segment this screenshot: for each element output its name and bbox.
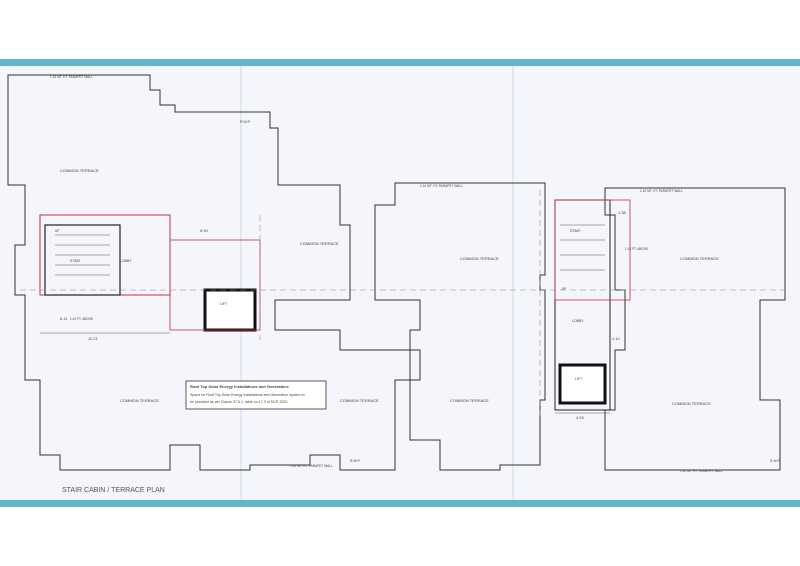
above-label: 1.10 FT. ABOVE — [625, 247, 648, 251]
dimension-label: 1.38 — [618, 210, 627, 215]
left-stair-core — [44, 224, 121, 296]
up-label: UP — [562, 287, 566, 291]
common-terrace-label: COMMON TERRACE — [450, 398, 489, 403]
common-terrace-label: COMMON TERRACE — [300, 241, 339, 246]
lobby-label: LOBBY — [572, 319, 584, 323]
dimension-label: 4.93 — [576, 415, 585, 420]
left-lift-box — [203, 288, 257, 332]
dimension-label: 5.90 — [200, 228, 209, 233]
lobby-label: LOBBY — [120, 259, 132, 263]
middle-terrace-outline — [374, 182, 546, 471]
right-red-outline — [554, 199, 631, 301]
rwp-label: R.W.P. — [240, 120, 251, 124]
common-terrace-label: COMMON TERRACE — [60, 168, 99, 173]
solar-note-heading: Roof Top Solar Energy Installations and … — [190, 384, 289, 389]
paper-fold-line — [240, 66, 242, 500]
paper-fold-line — [512, 66, 514, 500]
up-label: UP — [55, 229, 59, 233]
common-terrace-label: COMMON TERRACE — [340, 398, 379, 403]
solar-note-line: Space for Roof Top Solar Energy Installa… — [190, 393, 305, 397]
lift-label: LIFT — [220, 302, 228, 306]
common-terrace-label: COMMON TERRACE — [120, 398, 159, 403]
solar-note-box — [185, 380, 327, 410]
lift-label: LIFT — [575, 377, 583, 381]
parapet-wall-label: 1.10 MT. HT. PARAPET WALL — [420, 184, 463, 188]
dimension-label: 6.11 — [60, 316, 68, 321]
right-terrace-outline — [604, 187, 786, 471]
parapet-wall-label: 1.10 MT. HT. PARAPET WALL — [680, 469, 723, 473]
dimension-label: 1.10 — [612, 336, 621, 341]
common-terrace-label: COMMON TERRACE — [672, 401, 711, 406]
above-label: 1.10 FT. ABOVE — [70, 317, 93, 321]
drawing-title: STAIR CABIN / TERRACE PLAN — [62, 487, 165, 494]
bottom-border-band — [0, 500, 800, 507]
parapet-wall-label: 1.10 MT. HT. PARAPET WALL — [640, 189, 683, 193]
right-lift-box — [558, 363, 607, 405]
common-terrace-label: COMMON TERRACE — [680, 256, 719, 261]
drawing-sheet — [0, 66, 800, 500]
stair-label: STAIR — [570, 229, 581, 233]
rwp-label: R.W.P. — [770, 459, 781, 463]
solar-note-line: be provided as per Clause 37.5.1, table … — [190, 400, 288, 404]
top-border-band — [0, 59, 800, 66]
parapet-wall-label: 1.10 MT. HT. PARAPET WALL — [290, 464, 333, 468]
dimension-label: 11.21 — [88, 336, 98, 341]
stair-label: STAIR — [70, 259, 81, 263]
common-terrace-label: COMMON TERRACE — [460, 256, 499, 261]
parapet-wall-label: 1.10 MT. HT. PARAPET WALL — [50, 75, 93, 79]
rwp-label: R.W.P. — [350, 459, 361, 463]
left-terrace-outline — [7, 74, 421, 471]
